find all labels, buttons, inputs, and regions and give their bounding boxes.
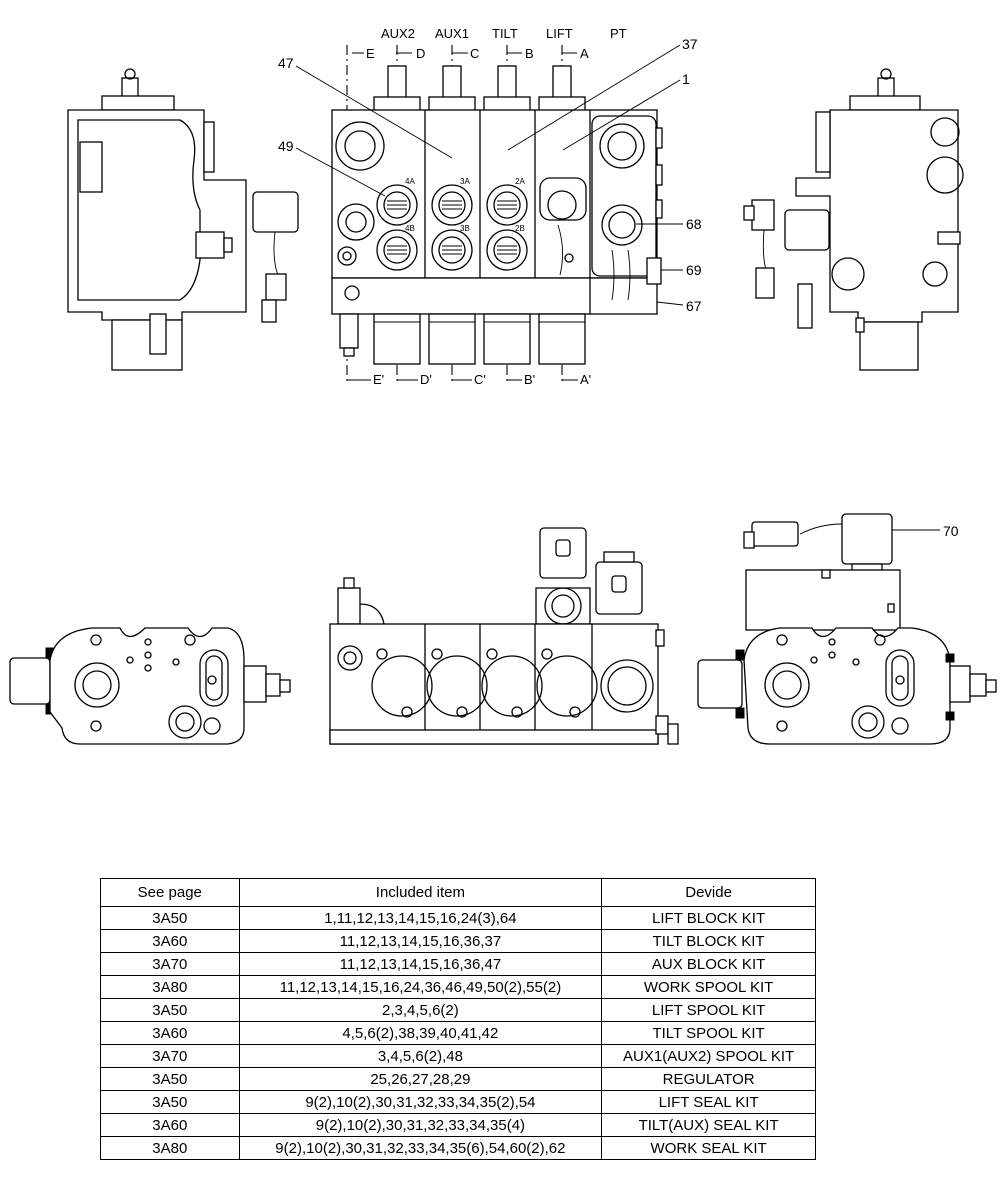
callout-37: 37 [682, 36, 698, 52]
table-row: 3A50 25,26,27,28,29 REGULATOR [100, 1067, 816, 1091]
letter-d-top: D [416, 46, 425, 61]
cell-devide: LIFT BLOCK KIT [601, 906, 816, 930]
port-3a: 3A [460, 177, 470, 186]
cell-see-page: 3A50 [100, 906, 240, 930]
cell-devide: AUX1(AUX2) SPOOL KIT [601, 1044, 816, 1068]
cell-see-page: 3A60 [100, 1113, 240, 1137]
right-side-view [743, 68, 964, 371]
cell-devide: LIFT SEAL KIT [601, 1090, 816, 1114]
cell-included-item: 2,3,4,5,6(2) [238, 998, 603, 1022]
plan-view [329, 527, 679, 745]
cell-see-page: 3A50 [100, 998, 240, 1022]
cell-devide: TILT SPOOL KIT [601, 1021, 816, 1045]
cell-see-page: 3A60 [100, 929, 240, 953]
port-2a: 2A [515, 177, 525, 186]
label-aux2: AUX2 [381, 26, 415, 41]
valve-assembly-drawing: AUX2 AUX1 TILT LIFT PT E D C B A [9, 26, 997, 745]
label-tilt: TILT [492, 26, 518, 41]
cell-included-item: 1,11,12,13,14,15,16,24(3),64 [238, 906, 603, 930]
cell-included-item: 9(2),10(2),30,31,32,33,34,35(4) [238, 1113, 603, 1137]
cell-included-item: 4,5,6(2),38,39,40,41,42 [238, 1021, 603, 1045]
table-row: 3A80 9(2),10(2),30,31,32,33,34,35(6),54,… [100, 1136, 816, 1160]
cell-devide: WORK SEAL KIT [601, 1136, 816, 1160]
cell-devide: REGULATOR [601, 1067, 816, 1091]
table-row: 3A60 4,5,6(2),38,39,40,41,42 TILT SPOOL … [100, 1021, 816, 1045]
header-see-page: See page [100, 878, 240, 907]
callout-67: 67 [686, 298, 702, 314]
left-side-view [67, 68, 299, 371]
cell-see-page: 3A70 [100, 1044, 240, 1068]
port-4a: 4A [405, 177, 415, 186]
cell-devide: AUX BLOCK KIT [601, 952, 816, 976]
label-pt: PT [610, 26, 627, 41]
cell-included-item: 9(2),10(2),30,31,32,33,34,35(2),54 [238, 1090, 603, 1114]
letter-b-bottom: B' [524, 372, 535, 387]
table-row: 3A60 9(2),10(2),30,31,32,33,34,35(4) TIL… [100, 1113, 816, 1137]
letter-b-top: B [525, 46, 534, 61]
spool-tops [373, 65, 586, 112]
letter-c-bottom: C' [474, 372, 486, 387]
front-view: AUX2 AUX1 TILT LIFT PT E D C B A [278, 26, 702, 387]
cell-included-item: 9(2),10(2),30,31,32,33,34,35(6),54,60(2)… [238, 1136, 603, 1160]
letter-e-bottom: E' [373, 372, 384, 387]
table-row: 3A70 11,12,13,14,15,16,36,47 AUX BLOCK K… [100, 952, 816, 976]
letter-a-bottom: A' [580, 372, 591, 387]
table-row: 3A50 1,11,12,13,14,15,16,24(3),64 LIFT B… [100, 906, 816, 930]
end-view-left [9, 627, 291, 745]
callout-49: 49 [278, 138, 294, 154]
cell-see-page: 3A60 [100, 1021, 240, 1045]
spool-caps-bottom [373, 313, 586, 365]
header-included-item: Included item [238, 878, 603, 907]
cell-included-item: 25,26,27,28,29 [238, 1067, 603, 1091]
letter-a-top: A [580, 46, 589, 61]
callout-69: 69 [686, 262, 702, 278]
letter-d-bottom: D' [420, 372, 432, 387]
cell-devide: WORK SPOOL KIT [601, 975, 816, 999]
cell-devide: LIFT SPOOL KIT [601, 998, 816, 1022]
end-view-right: 70 [697, 513, 997, 745]
cell-included-item: 11,12,13,14,15,16,36,47 [238, 952, 603, 976]
table-row: 3A50 2,3,4,5,6(2) LIFT SPOOL KIT [100, 998, 816, 1022]
table-row: 3A70 3,4,5,6(2),48 AUX1(AUX2) SPOOL KIT [100, 1044, 816, 1068]
cell-devide: TILT(AUX) SEAL KIT [601, 1113, 816, 1137]
callout-47: 47 [278, 55, 294, 71]
table-row: 3A50 9(2),10(2),30,31,32,33,34,35(2),54 … [100, 1090, 816, 1114]
callout-1: 1 [682, 71, 690, 87]
cell-included-item: 11,12,13,14,15,16,36,37 [238, 929, 603, 953]
cell-see-page: 3A80 [100, 975, 240, 999]
cell-devide: TILT BLOCK KIT [601, 929, 816, 953]
cell-see-page: 3A50 [100, 1067, 240, 1091]
callout-70: 70 [943, 523, 959, 539]
letter-e-top: E [366, 46, 375, 61]
port-2b: 2B [515, 224, 525, 233]
port-4b: 4B [405, 224, 415, 233]
cell-see-page: 3A50 [100, 1090, 240, 1114]
table-row: 3A80 11,12,13,14,15,16,24,36,46,49,50(2)… [100, 975, 816, 999]
header-devide: Devide [601, 878, 816, 907]
port-3b: 3B [460, 224, 470, 233]
letter-c-top: C [470, 46, 479, 61]
parts-kit-table: See page Included item Devide 3A50 1,11,… [100, 878, 816, 1160]
label-aux1: AUX1 [435, 26, 469, 41]
port-plugs [376, 184, 528, 271]
table-row: 3A60 11,12,13,14,15,16,36,37 TILT BLOCK … [100, 929, 816, 953]
callout-68: 68 [686, 216, 702, 232]
label-lift: LIFT [546, 26, 573, 41]
cell-see-page: 3A80 [100, 1136, 240, 1160]
cell-see-page: 3A70 [100, 952, 240, 976]
table-header-row: See page Included item Devide [100, 878, 816, 907]
cell-included-item: 11,12,13,14,15,16,24,36,46,49,50(2),55(2… [238, 975, 603, 999]
cell-included-item: 3,4,5,6(2),48 [238, 1044, 603, 1068]
